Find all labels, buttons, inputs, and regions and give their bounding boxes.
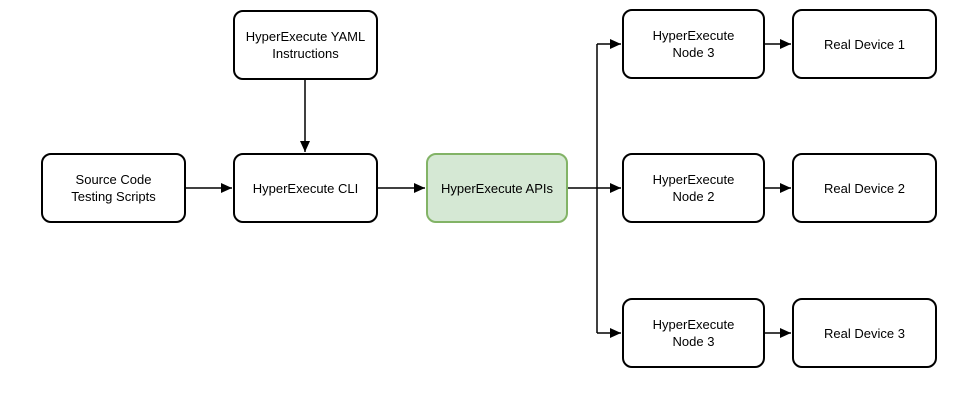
device2-box: Real Device 2 [792,153,937,223]
source-code-label: Source Code Testing Scripts [71,172,156,204]
yaml-instructions-node: HyperExecute YAML Instructions [233,10,378,80]
apis-label: HyperExecute APIs [441,180,553,196]
device1-label: Real Device 1 [824,36,905,52]
node1-box: HyperExecute Node 3 [622,9,765,79]
device3-label: Real Device 3 [824,325,905,341]
connector-apis-trunk [568,44,598,333]
apis-node: HyperExecute APIs [426,153,568,223]
node2-box: HyperExecute Node 2 [622,153,765,223]
node2-label: HyperExecute Node 2 [652,172,735,204]
cli-label: HyperExecute CLI [252,180,359,196]
device2-label: Real Device 2 [824,180,905,196]
node3-label: HyperExecute Node 3 [652,317,735,349]
device3-box: Real Device 3 [792,298,937,368]
source-code-node: Source Code Testing Scripts [41,153,186,223]
cli-node: HyperExecute CLI [233,153,378,223]
node1-label: HyperExecute Node 3 [652,28,735,60]
yaml-instructions-label: HyperExecute YAML Instructions [245,29,366,61]
device1-box: Real Device 1 [792,9,937,79]
node3-box: HyperExecute Node 3 [622,298,765,368]
